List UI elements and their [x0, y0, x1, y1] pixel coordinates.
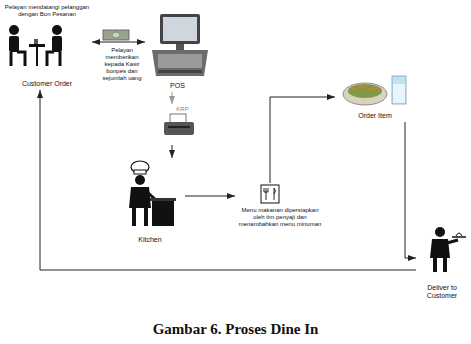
node-label: Deliver to Customer — [417, 284, 467, 300]
kitchen-node: Kitchen — [115, 158, 185, 246]
node-label: Customer Order — [3, 80, 91, 88]
waiter-icon — [452, 236, 466, 238]
utensils-icon — [261, 185, 279, 203]
order-item-picture — [348, 84, 382, 98]
customer-icon — [9, 25, 19, 35]
customer-node: Pelayan mendatangi pelanggan dengan Bon … — [2, 2, 92, 90]
money-icon — [112, 32, 120, 38]
customer-icon — [11, 52, 25, 66]
note-text: Pelayan mendatangi pelanggan dengan Bon … — [3, 4, 91, 18]
printer-node: KRP — [160, 104, 205, 145]
customer-icon — [29, 44, 45, 47]
order-item-picture — [343, 76, 406, 105]
customer-icon — [47, 52, 60, 66]
pos-terminal-icon — [160, 14, 200, 44]
node-label: POS — [146, 82, 209, 90]
waiter-icon — [430, 227, 466, 272]
customer-icon — [34, 39, 38, 44]
flow-arrow — [185, 196, 235, 197]
utensils-icon — [261, 185, 279, 203]
waiter-icon — [435, 227, 445, 237]
chef-icon — [131, 161, 149, 173]
pos-terminal-icon — [158, 70, 202, 73]
utensils-icon — [264, 188, 276, 200]
customer-icon — [52, 36, 62, 52]
flow-arrow — [270, 97, 335, 183]
customer-icon — [52, 25, 62, 35]
preparation-node: Menu makanan dipersiapkan oleh tim penya… — [235, 183, 325, 230]
flow-arrow — [172, 92, 173, 104]
chef-icon — [135, 175, 145, 185]
order-item-picture — [352, 87, 380, 91]
flow-arrow — [40, 90, 416, 270]
printer-icon — [168, 126, 190, 128]
pos-terminal-icon — [176, 44, 184, 50]
waiter-icon — [435, 258, 445, 272]
customer-icon — [9, 25, 62, 66]
waiter-icon — [447, 240, 458, 243]
pos-terminal-icon — [152, 50, 208, 76]
order-item-node: Order Item — [335, 72, 415, 122]
flow-arrow — [405, 122, 416, 258]
printer-icon — [164, 122, 194, 135]
chef-icon — [129, 161, 176, 226]
pos-terminal-icon — [158, 54, 202, 68]
printer-icon — [164, 114, 194, 135]
node-label: Menu makanan dipersiapkan oleh tim penya… — [236, 207, 324, 228]
chef-icon — [152, 200, 174, 226]
pos-terminal-icon — [152, 14, 208, 76]
chef-icon — [134, 208, 146, 226]
node-label: Kitchen — [116, 236, 184, 244]
waiter-icon — [456, 233, 462, 236]
money-icon — [103, 30, 129, 40]
customer-icon — [36, 47, 38, 66]
pos-node: POS — [145, 12, 210, 92]
deliver-node: Deliver to Customer — [416, 222, 468, 302]
node-label: Order Item — [336, 112, 414, 120]
order-item-picture — [393, 84, 405, 103]
chef-icon — [150, 198, 176, 201]
figure-caption: Gambar 6. Proses Dine In — [0, 321, 471, 338]
order-item-picture — [392, 76, 406, 104]
money-icon — [103, 30, 129, 40]
order-item-picture — [343, 83, 387, 105]
chef-icon — [129, 187, 151, 208]
pos-terminal-icon — [163, 17, 197, 41]
customer-icon — [9, 36, 19, 52]
edge-label: Pelayan memberikan kepada Kasir bonpes d… — [95, 47, 149, 81]
flow-arrow — [172, 145, 173, 158]
chef-icon — [134, 170, 146, 174]
flow-arrow — [92, 42, 145, 43]
node-label: KRP — [161, 106, 204, 113]
